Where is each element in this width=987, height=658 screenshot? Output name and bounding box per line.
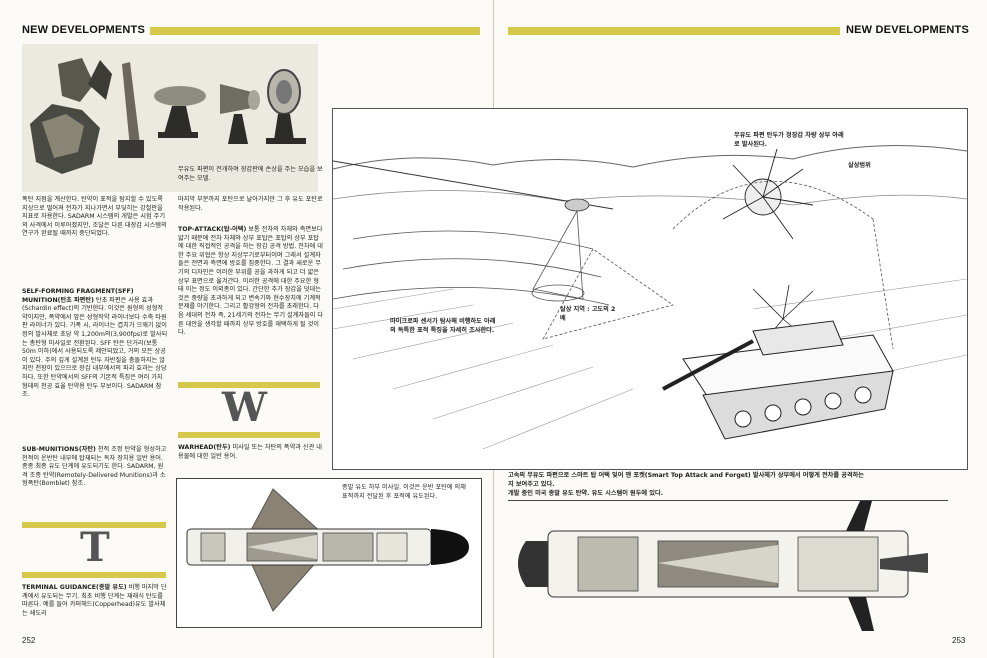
us-munition-box xyxy=(508,500,948,631)
missile-caption-left: 종말 유도 하부 미사일. 이것은 운반 포탄에 의해 표적까지 전달된 후 포… xyxy=(342,484,466,500)
main-scene-caption: 고속의 무유도 파편으로 스마트 탑 어택 잊어 앤 포켓(Smart Top … xyxy=(508,472,864,488)
sff-title: SELF-FORMING FRAGMENT(SFF) MUNITION(탄초 파… xyxy=(22,288,134,304)
top-attack-title: TOP-ATTACK(탑-어택) xyxy=(178,226,247,233)
dispersion-label: 무유도 파편 탄두가 정장갑 차량 상부 아래로 발사된다. xyxy=(734,132,844,148)
terminal-missile-illustration xyxy=(186,488,469,612)
munition-models-illustration xyxy=(22,44,318,192)
tank-drawing xyxy=(662,320,894,440)
header-bar-right xyxy=(508,27,840,35)
header-bar-left xyxy=(150,27,480,35)
top-attack-scene xyxy=(332,108,968,470)
letter-w-bar-bottom xyxy=(178,432,320,438)
section-letter-t: T xyxy=(80,524,110,571)
sff-body: 탄초 파편은 사용 효과(Schardin effect)의 기반한다. 이것은… xyxy=(22,296,168,399)
us-missile-caption: 개발 중인 미국 종말 유도 탄약. 유도 시스템이 원두에 있다. xyxy=(508,490,664,497)
section-letter-w: W xyxy=(222,384,267,431)
page-number-left: 252 xyxy=(22,636,36,645)
top-attack-scene-illustration xyxy=(333,145,967,450)
header-left: NEW DEVELOPMENTS xyxy=(22,24,145,36)
kill-zone-label: 살상 지역 : 고도의 2배 xyxy=(560,306,616,322)
warhead-entry: WARHEAD(탄두) 미사일 또는 자탄의 폭약과 신관 내용물에 대한 일반… xyxy=(178,444,324,461)
warhead-body: 미사일 또는 자탄의 폭약과 신관 내용물에 대한 일반 용어. xyxy=(178,444,322,460)
munition-models-photo xyxy=(22,44,318,192)
letter-t-bar-bottom xyxy=(22,572,166,578)
sensor-label: 마이크로파 센서가 탐사해 비행하도 아래의 독특한 표적 특징을 자세히 조사… xyxy=(390,318,496,334)
intro-paragraph: 폭탄 지점을 계산한다. 탄약이 표적을 탐지할 수 있도록 지상으로 떨어져 … xyxy=(22,196,167,238)
terminal-guidance-entry: TERMINAL GUIDANCE(종말 유도) 비행 마지막 단계에서 유도되… xyxy=(22,584,168,618)
warhead-title: WARHEAD(탄두) xyxy=(178,444,231,451)
top-attack-body: 보통 전차의 차체와 측면보다 얇기 때문에 전차 차체와 상부 포탑은 포탑의… xyxy=(178,226,324,337)
us-munition-illustration xyxy=(518,501,928,631)
terminal-missile-box xyxy=(176,478,482,628)
top-attack-entry: TOP-ATTACK(탑-어택) 보통 전차의 차체와 측면보다 얇기 때문에 … xyxy=(178,226,324,338)
terminal-guidance-body: 비행 마지막 단계에서 유도되는 무기. 최초 비행 단계는 재래식 탄도를 따… xyxy=(22,584,167,617)
photo-caption-2: 마지막 부분까지 포탄으로 날아가지만 그 후 유도 포탄로 작용된다. xyxy=(178,196,323,212)
header-right: NEW DEVELOPMENTS xyxy=(846,24,969,36)
photo-caption: 무유도 파편이 전개하여 장갑판에 손상을 주는 모습을 보여주는 모델. xyxy=(178,166,323,182)
letter-t-bar-top xyxy=(22,522,166,528)
sub-munitions-title: SUB-MUNITIONS(자탄) xyxy=(22,446,96,453)
page-number-right: 253 xyxy=(952,636,966,645)
sub-munitions-body: 천적 조정 탄약을 형성하고 천적이 운반탄 내부에 탑재되는 독자 장치용 일… xyxy=(22,446,167,488)
sub-munitions-entry: SUB-MUNITIONS(자탄) 천적 조정 탄약을 형성하고 천적이 운반탄… xyxy=(22,446,168,489)
terminal-guidance-title: TERMINAL GUIDANCE(종말 유도) xyxy=(22,584,127,591)
lethal-range-label: 살상범위 xyxy=(848,162,871,169)
sff-entry: SELF-FORMING FRAGMENT(SFF) MUNITION(탄초 파… xyxy=(22,288,168,400)
letter-w-bar-top xyxy=(178,382,320,388)
